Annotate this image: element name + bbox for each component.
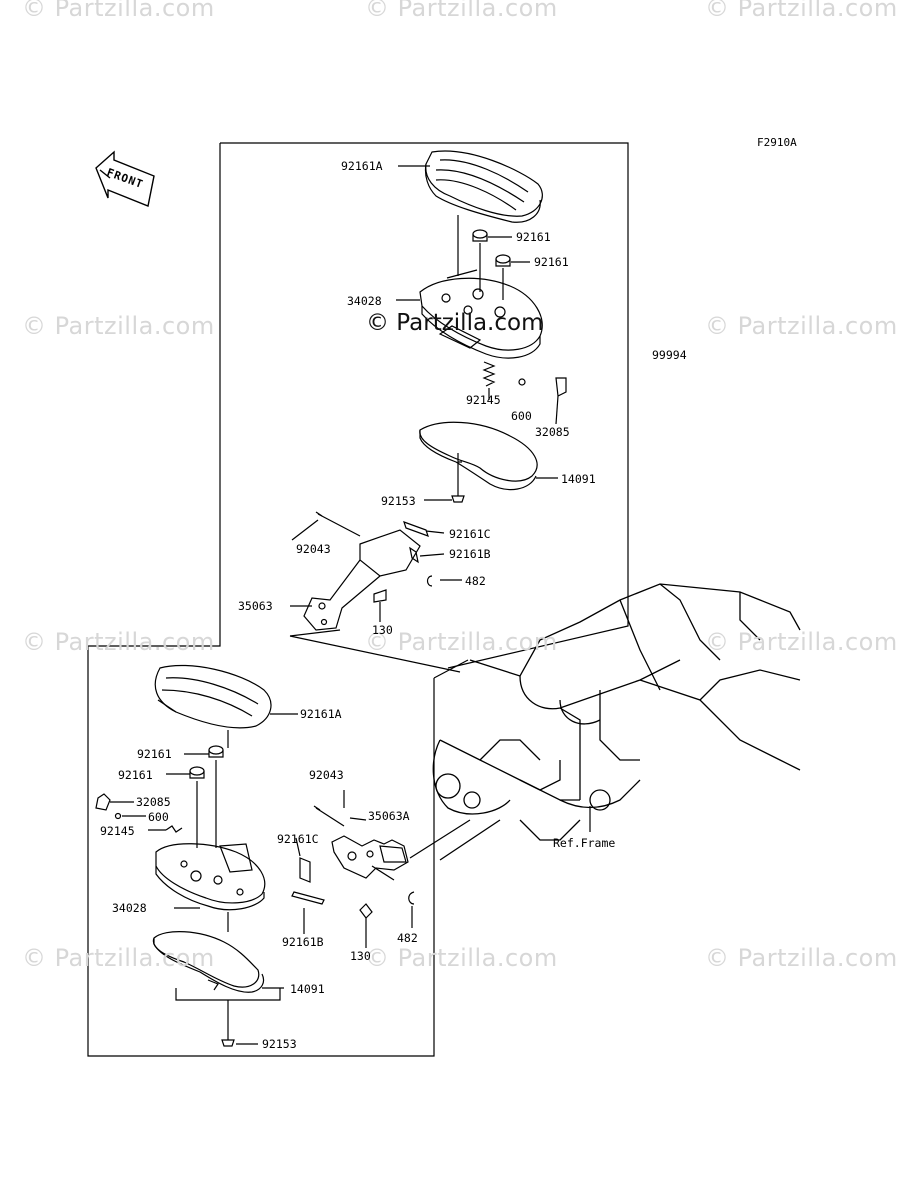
- lower-holder: [95, 793, 111, 811]
- part-label-35063a[interactable]: 35063A: [368, 809, 410, 823]
- part-label-92161c-upper[interactable]: 92161C: [449, 527, 491, 541]
- lower-screw: [221, 1039, 235, 1047]
- upper-spring: [482, 361, 496, 387]
- upper-screw: [451, 495, 465, 503]
- part-label-92153-lower[interactable]: 92153: [262, 1037, 297, 1051]
- motorcycle-frame: [432, 583, 801, 861]
- part-label-14091-lower[interactable]: 14091: [290, 982, 325, 996]
- upper-bracket-plate: [419, 277, 543, 359]
- watermark: © Partzilla.com: [365, 628, 558, 656]
- part-label-92161a-lower[interactable]: 92161A: [300, 707, 342, 721]
- lower-frame-right: [433, 659, 469, 679]
- part-label-92043-upper[interactable]: 92043: [296, 542, 331, 556]
- part-label-92161b-lower[interactable]: 92161B: [282, 935, 324, 949]
- watermark: © Partzilla.com: [22, 0, 215, 22]
- ref-frame-label: Ref.Frame: [553, 836, 616, 850]
- lower-dampers: [189, 745, 224, 779]
- upper-cover: [419, 421, 538, 491]
- upper-ball: [518, 378, 526, 386]
- part-label-32085-lower[interactable]: 32085: [136, 795, 171, 809]
- lower-spring: [165, 825, 183, 833]
- part-label-92153-upper[interactable]: 92153: [381, 494, 416, 508]
- watermark: © Partzilla.com: [22, 628, 215, 656]
- part-label-92161-lower-a[interactable]: 92161: [137, 747, 172, 761]
- watermark: © Partzilla.com: [705, 0, 898, 22]
- upper-frame-left: [87, 143, 435, 1057]
- upper-holder: [555, 377, 567, 397]
- part-label-99994[interactable]: 99994: [652, 348, 687, 362]
- part-label-92161-upper-a[interactable]: 92161: [516, 230, 551, 244]
- part-label-34028-lower[interactable]: 34028: [112, 901, 147, 915]
- part-label-600-lower[interactable]: 600: [148, 810, 169, 824]
- part-label-92145-lower[interactable]: 92145: [100, 824, 135, 838]
- part-label-92161c-lower[interactable]: 92161C: [277, 832, 319, 846]
- lower-floorboard-pad: [154, 664, 272, 729]
- watermark: © Partzilla.com: [705, 312, 898, 340]
- upper-holder-arm: [303, 511, 433, 631]
- part-label-92161a-upper[interactable]: 92161A: [341, 159, 383, 173]
- watermark: © Partzilla.com: [705, 628, 898, 656]
- watermark: © Partzilla.com: [365, 944, 558, 972]
- watermark: © Partzilla.com: [22, 944, 215, 972]
- part-label-600-upper[interactable]: 600: [511, 409, 532, 423]
- part-label-92043-lower[interactable]: 92043: [309, 768, 344, 782]
- part-label-482-lower[interactable]: 482: [397, 931, 418, 945]
- part-label-130-upper[interactable]: 130: [372, 623, 393, 637]
- watermark: © Partzilla.com: [705, 944, 898, 972]
- part-label-34028-upper[interactable]: 34028: [347, 294, 382, 308]
- part-label-92161-upper-b[interactable]: 92161: [534, 255, 569, 269]
- center-watermark: © Partzilla.com: [366, 310, 544, 336]
- lower-bracket-plate: [155, 843, 266, 911]
- part-label-130-lower[interactable]: 130: [350, 949, 371, 963]
- part-label-92145-upper[interactable]: 92145: [466, 393, 501, 407]
- lower-ball: [114, 812, 122, 820]
- lower-cover: [152, 931, 265, 993]
- front-arrow: [95, 150, 155, 207]
- part-label-35063[interactable]: 35063: [238, 599, 273, 613]
- watermark: © Partzilla.com: [22, 312, 215, 340]
- part-label-14091-upper[interactable]: 14091: [561, 472, 596, 486]
- upper-dampers: [472, 229, 511, 267]
- part-label-92161b-upper[interactable]: 92161B: [449, 547, 491, 561]
- part-label-92161-lower-b[interactable]: 92161: [118, 768, 153, 782]
- watermark: © Partzilla.com: [365, 0, 558, 22]
- diagram-code: F2910A: [757, 136, 797, 149]
- part-label-32085-upper[interactable]: 32085: [535, 425, 570, 439]
- upper-assembly-frame: [220, 142, 629, 669]
- upper-floorboard-pad: [424, 150, 543, 223]
- lower-holder-arm: [291, 805, 415, 948]
- part-label-482-upper[interactable]: 482: [465, 574, 486, 588]
